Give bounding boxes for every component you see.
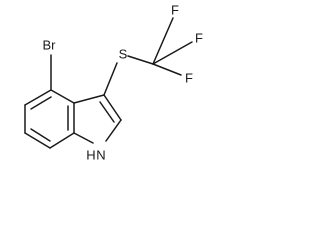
atom-nitrogen-label: N — [96, 148, 105, 163]
bond-s-cf3 — [127, 55, 154, 65]
bond-c7-c7a — [49, 132, 75, 149]
bond-c4-c5 — [24, 89, 52, 106]
bond-c3a-c4 — [50, 89, 75, 104]
bond-c4-c5-inner — [30, 96, 52, 110]
bond-c-f-lower — [152, 63, 182, 76]
bond-c3-s — [103, 62, 118, 96]
atom-fluorine-top-label: F — [171, 3, 179, 18]
bond-c3-c2-inner — [99, 101, 115, 123]
bond-n1-c7a — [73, 132, 94, 144]
bond-c6-c7 — [24, 132, 51, 149]
atom-bromine-label: Br — [43, 38, 57, 53]
structure-diagram: Br S F F F H N — [24, 3, 203, 163]
bond-c-f-right — [152, 41, 193, 65]
atom-fluorine-lower-label: F — [185, 71, 193, 86]
atom-nitrogen-h-label: H — [86, 148, 95, 163]
bond-c3-c2 — [103, 94, 122, 121]
atom-fluorine-right-label: F — [195, 31, 203, 46]
bond-c-f-top — [152, 17, 174, 65]
bond-c6-c7-inner — [30, 128, 51, 142]
bond-c2-n1 — [105, 119, 122, 142]
atom-sulfur-label: S — [119, 47, 128, 62]
bond-c3a-c3 — [73, 94, 105, 104]
